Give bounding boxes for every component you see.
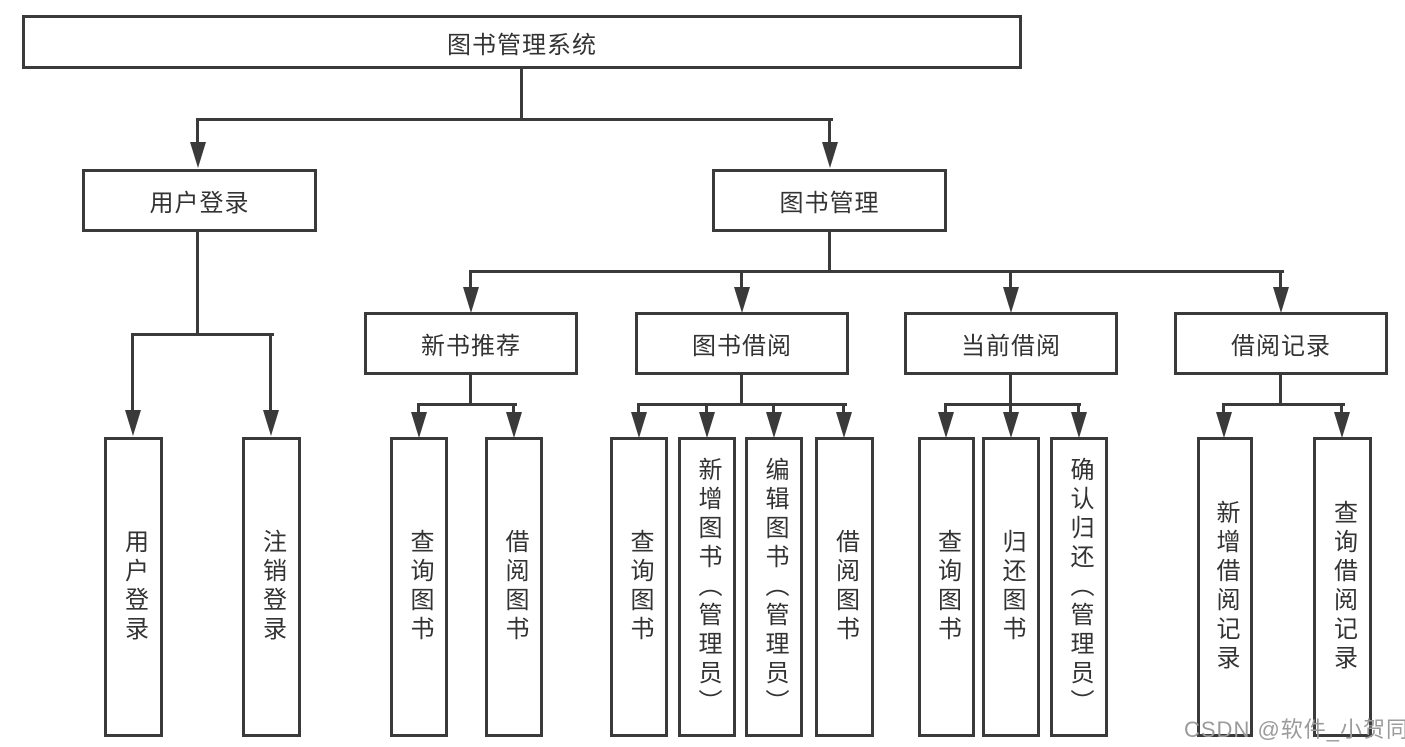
- node-label: 图书借阅: [692, 333, 792, 360]
- leaf-query-books-recommend: 查询图书: [390, 437, 448, 737]
- node-borrowing-records: 借阅记录: [1174, 312, 1388, 375]
- connector-line: [1077, 403, 1080, 414]
- leaf-label: 借阅图书: [831, 529, 859, 645]
- leaf-query-borrow-record: 查询借阅记录: [1313, 437, 1372, 737]
- arrow-down-icon: [1003, 287, 1019, 313]
- connector-line: [842, 403, 845, 414]
- arrow-down-icon: [1003, 412, 1019, 438]
- leaf-label: 注销登录: [258, 529, 286, 645]
- connector-line: [1222, 403, 1345, 406]
- leaf-confirm-return-admin: 确认归还（管理员）: [1050, 437, 1108, 737]
- watermark: CSDN @软件_小贺同学: [1184, 717, 1405, 742]
- connector-line: [196, 232, 199, 335]
- leaf-label: 查询借阅记录: [1329, 500, 1357, 674]
- arrow-down-icon: [836, 412, 852, 438]
- node-user-login: 用户登录: [82, 169, 317, 232]
- node-new-book-recommend: 新书推荐: [364, 312, 578, 375]
- leaf-label: 查询图书: [406, 529, 433, 645]
- arrow-down-icon: [463, 287, 479, 313]
- arrow-down-icon: [1071, 412, 1087, 438]
- connector-line: [469, 270, 1284, 273]
- leaf-user-login: 用户登录: [104, 437, 163, 737]
- arrow-down-icon: [1216, 412, 1232, 438]
- connector-line: [637, 403, 847, 406]
- leaf-edit-books-admin: 编辑图书（管理员）: [745, 437, 803, 737]
- node-book-management: 图书管理: [712, 169, 947, 232]
- node-label: 新书推荐: [421, 333, 521, 360]
- connector-line: [637, 403, 640, 414]
- connector-line: [469, 375, 472, 405]
- connector-line: [196, 118, 199, 146]
- connector-line: [469, 270, 472, 289]
- leaf-label: 编辑图书（管理员）: [761, 456, 788, 718]
- connector-line: [1279, 270, 1282, 289]
- leaf-label: 归还图书: [998, 529, 1025, 645]
- leaf-label: 借阅图书: [501, 529, 528, 645]
- node-book-borrowing: 图书借阅: [635, 312, 849, 375]
- connector-line: [828, 118, 831, 146]
- arrow-down-icon: [631, 412, 647, 438]
- connector-line: [1009, 375, 1012, 405]
- leaf-label: 新增图书（管理员）: [694, 456, 721, 718]
- leaf-return-books: 归还图书: [982, 437, 1040, 737]
- node-label: 借阅记录: [1231, 333, 1331, 360]
- node-library-management-system: 图书管理系统: [22, 15, 1022, 69]
- connector-line: [828, 232, 831, 273]
- arrow-down-icon: [506, 412, 522, 438]
- arrow-down-icon: [125, 410, 141, 436]
- arrow-down-icon: [699, 412, 715, 438]
- connector-line: [705, 403, 708, 414]
- node-label: 用户登录: [149, 190, 250, 217]
- connector-line: [417, 403, 517, 406]
- connector-line: [944, 403, 1081, 406]
- connector-line: [417, 403, 420, 414]
- arrow-down-icon: [734, 287, 750, 313]
- leaf-add-books-admin: 新增图书（管理员）: [678, 437, 736, 737]
- node-label: 图书管理: [779, 190, 880, 217]
- leaf-logout: 注销登录: [242, 437, 301, 737]
- connector-line: [1222, 403, 1225, 414]
- connector-line: [131, 333, 134, 412]
- arrow-down-icon: [822, 142, 838, 168]
- leaf-borrow-books-recommend: 借阅图书: [485, 437, 543, 737]
- leaf-query-books-borrow: 查询图书: [610, 437, 668, 737]
- connector-line: [740, 270, 743, 289]
- arrow-down-icon: [263, 410, 279, 436]
- node-label: 图书管理系统: [447, 31, 597, 59]
- connector-line: [269, 333, 272, 412]
- connector-line: [1279, 375, 1282, 405]
- connector-line: [131, 333, 274, 336]
- connector-line: [944, 403, 947, 414]
- connector-line: [1009, 270, 1012, 289]
- leaf-label: 确认归还（管理员）: [1066, 456, 1093, 718]
- arrow-down-icon: [766, 412, 782, 438]
- node-current-borrowing: 当前借阅: [904, 312, 1118, 375]
- leaf-add-borrow-record: 新增借阅记录: [1197, 437, 1253, 737]
- connector-line: [1009, 403, 1012, 414]
- leaf-label: 用户登录: [120, 529, 148, 645]
- leaf-label: 新增借阅记录: [1212, 500, 1239, 674]
- leaf-borrow-books: 借阅图书: [815, 437, 874, 737]
- arrow-down-icon: [411, 412, 427, 438]
- connector-line: [196, 118, 833, 121]
- arrow-down-icon: [1334, 412, 1350, 438]
- connector-line: [1340, 403, 1343, 414]
- connector-line: [512, 403, 515, 414]
- connector-line: [772, 403, 775, 414]
- leaf-query-books-current: 查询图书: [918, 437, 975, 737]
- arrow-down-icon: [938, 412, 954, 438]
- leaf-label: 查询图书: [626, 529, 653, 645]
- leaf-label: 查询图书: [933, 529, 961, 645]
- arrow-down-icon: [1273, 287, 1289, 313]
- arrow-down-icon: [190, 142, 206, 168]
- connector-line: [740, 375, 743, 405]
- connector-line: [520, 69, 523, 120]
- node-label: 当前借阅: [961, 333, 1061, 360]
